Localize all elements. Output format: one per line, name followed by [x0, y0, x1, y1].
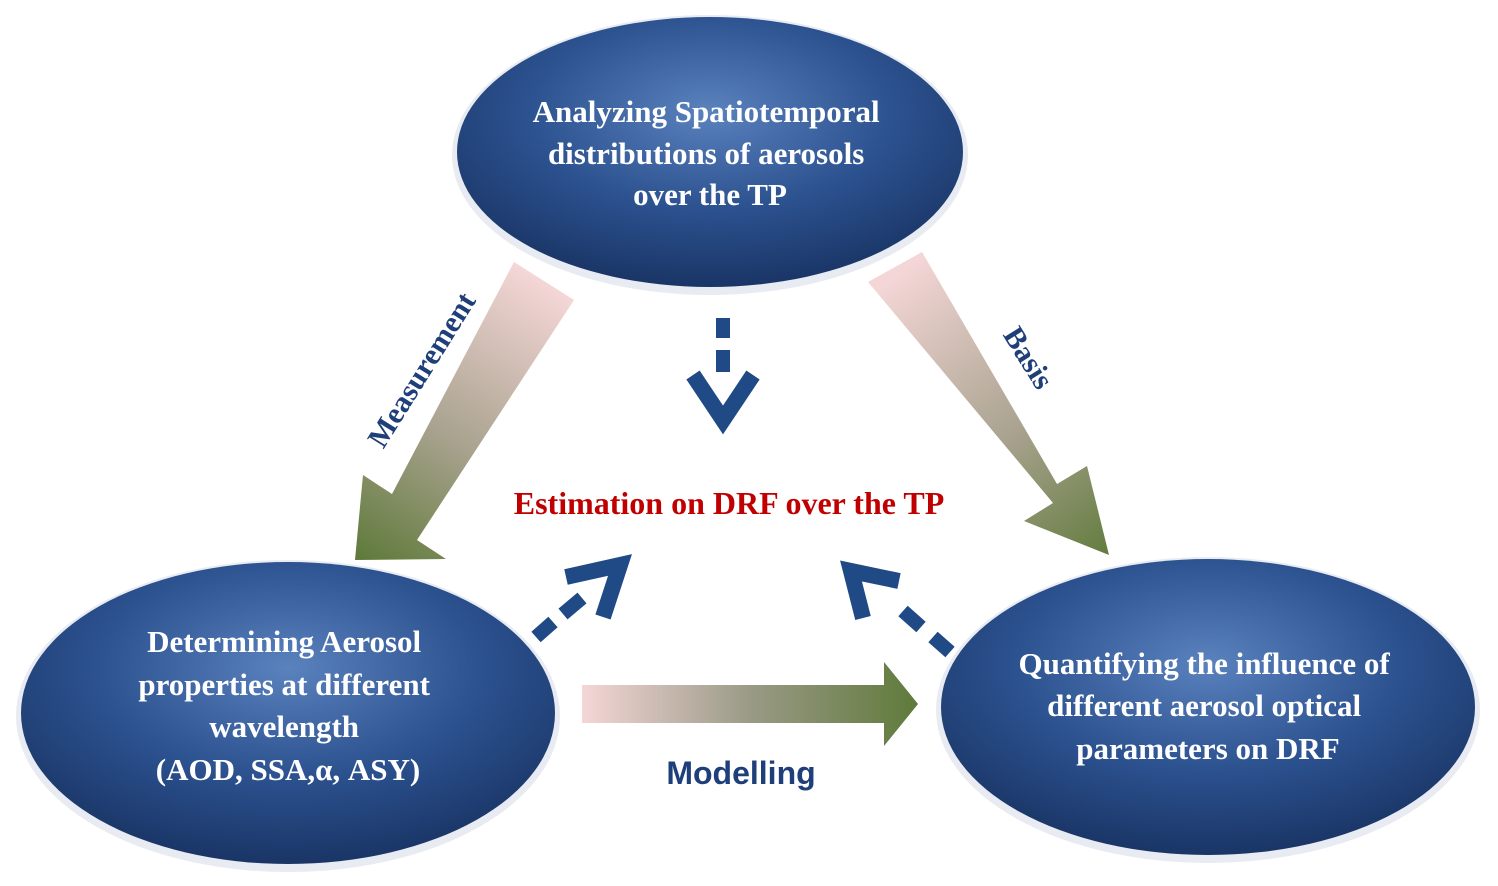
top-node-line-2: distributions of aerosols: [548, 136, 864, 171]
left-node-text: Determining Aerosol properties at differ…: [138, 624, 437, 787]
basis-arrow: [868, 252, 1109, 555]
left-node-line-4: (AOD, SSA,α, ASY): [156, 752, 420, 787]
left-node-line-2: properties at different: [138, 667, 430, 702]
measurement-arrow: [355, 262, 574, 560]
modelling-arrow: [582, 662, 918, 746]
top-to-center-arrow: [686, 318, 760, 435]
top-node-text: Analyzing Spatiotemporal distributions o…: [533, 94, 888, 212]
left-node: Determining Aerosol properties at differ…: [16, 560, 560, 872]
top-node-line-1: Analyzing Spatiotemporal: [533, 94, 880, 129]
center-label: Estimation on DRF over the TP: [514, 485, 945, 521]
left-node-line-3: wavelength: [209, 709, 359, 744]
top-node-line-3: over the TP: [633, 177, 787, 212]
top-node: Analyzing Spatiotemporal distributions o…: [452, 15, 968, 295]
right-node-line-1: Quantifying the influence of: [1019, 646, 1391, 681]
left-node-line-1: Determining Aerosol: [147, 624, 421, 659]
modelling-label: Modelling: [666, 755, 815, 791]
left-to-center-arrow: [531, 554, 632, 643]
right-node-line-3: parameters on DRF: [1076, 731, 1339, 766]
basis-label: Basis: [996, 321, 1059, 395]
right-node: Quantifying the influence of different a…: [936, 557, 1480, 863]
right-to-center-arrow: [840, 560, 955, 658]
right-node-line-2: different aerosol optical: [1047, 688, 1361, 723]
right-node-text: Quantifying the influence of different a…: [1019, 646, 1398, 766]
